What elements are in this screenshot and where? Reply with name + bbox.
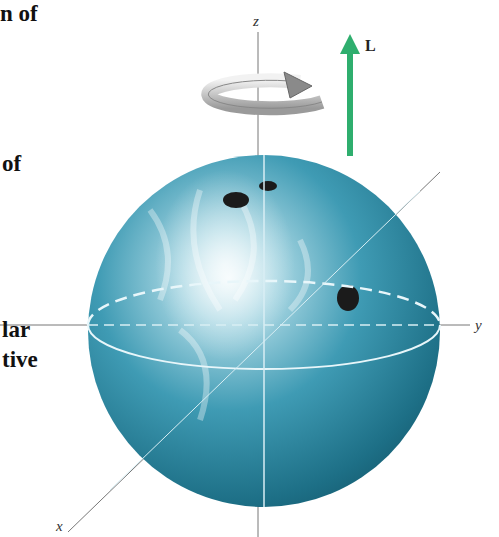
axis-label: z bbox=[253, 14, 259, 29]
y-axis-through-ball bbox=[88, 324, 440, 326]
axis-label: x bbox=[56, 519, 63, 534]
y-axis bbox=[0, 325, 470, 326]
marbling bbox=[150, 190, 308, 420]
x-axis-through-ball bbox=[110, 191, 420, 490]
rotation-arrowhead bbox=[284, 72, 312, 98]
slide-text-fragment: lar bbox=[2, 318, 30, 341]
slide-text-fragment: of bbox=[2, 152, 21, 175]
vector-label: L bbox=[365, 38, 376, 54]
thumb-hole bbox=[337, 285, 359, 311]
meridian bbox=[263, 155, 265, 507]
axis-label: y bbox=[475, 318, 482, 333]
ball bbox=[88, 155, 440, 507]
finger-hole bbox=[223, 192, 249, 208]
angular-momentum-arrow bbox=[347, 52, 353, 156]
slide-text-fragment: n of bbox=[0, 2, 38, 25]
angular-momentum-arrowhead bbox=[340, 34, 360, 54]
finger-hole bbox=[259, 181, 277, 191]
slide-text-fragment: tive bbox=[2, 348, 38, 371]
